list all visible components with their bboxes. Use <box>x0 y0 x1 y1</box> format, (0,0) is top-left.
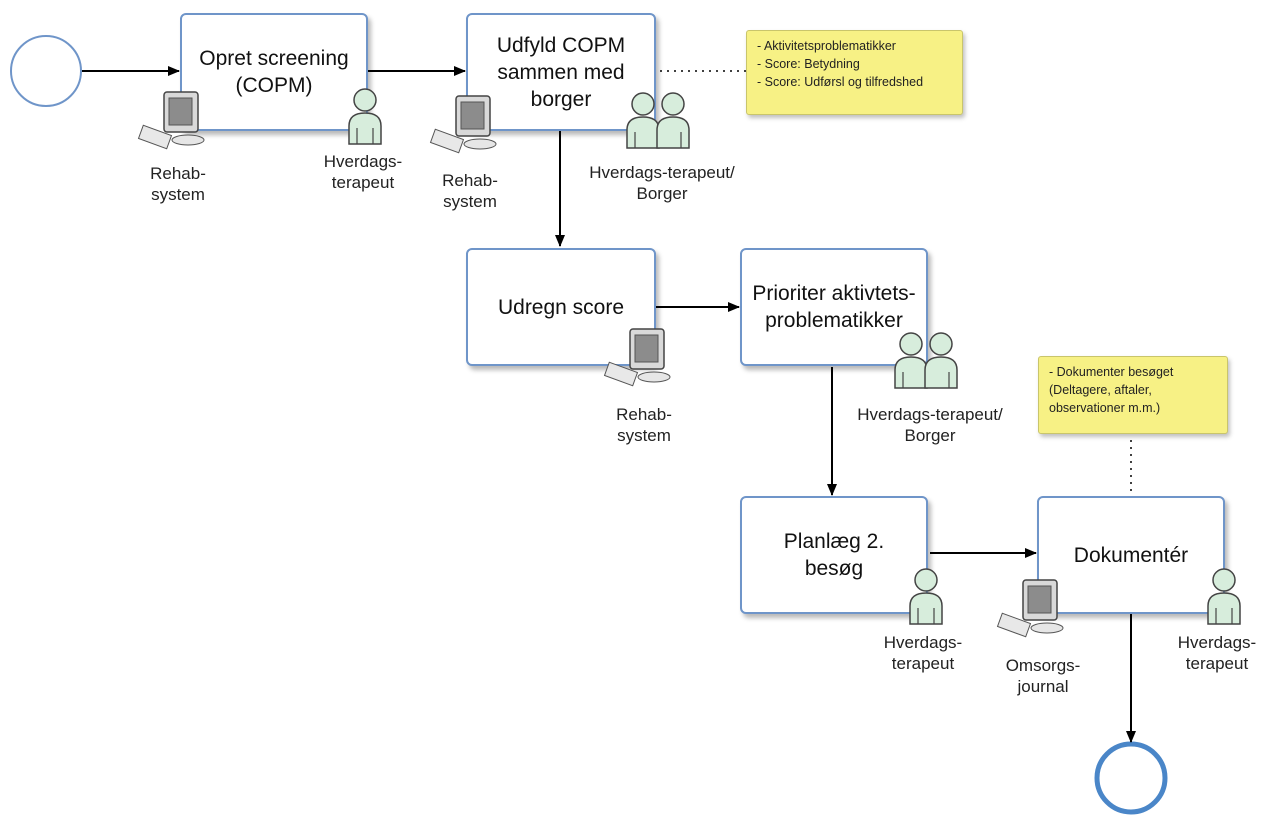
task-planlaeg-besoeg[interactable]: Planlæg 2. besøg <box>740 496 928 614</box>
label-hverdagsterapeut-borger: Hverdags-terapeut/ Borger <box>857 405 1003 445</box>
label-rehab-system: Rehab- system <box>616 405 672 445</box>
label-omsorgsjournal: Omsorgs- journal <box>1005 656 1081 696</box>
person-group-icon <box>626 92 690 149</box>
label-hverdagsterapeut: Hverdags- terapeut <box>1177 633 1257 673</box>
computer-icon <box>603 328 671 387</box>
label-hverdagsterapeut-borger: Hverdags-terapeut/ Borger <box>589 163 735 203</box>
task-udregn-score[interactable]: Udregn score <box>466 248 656 366</box>
end-event <box>1094 741 1168 815</box>
note-dokumenter-besoeg: - Dokumenter besøget (Deltagere, aftaler… <box>1038 356 1228 434</box>
computer-icon <box>429 95 497 154</box>
person-icon <box>348 88 382 145</box>
label-rehab-system: Rehab- system <box>442 171 498 211</box>
computer-icon <box>137 91 205 150</box>
computer-icon <box>996 579 1064 638</box>
label-hverdagsterapeut: Hverdags- terapeut <box>323 152 403 192</box>
task-udfyld-copm[interactable]: Udfyld COPM sammen med borger <box>466 13 656 131</box>
note-copm-items: - Aktivitetsproblematikker - Score: Bety… <box>746 30 963 115</box>
label-rehab-system: Rehab- system <box>150 164 206 204</box>
task-opret-screening[interactable]: Opret screening (COPM) <box>180 13 368 131</box>
task-dokumenter[interactable]: Dokumentér <box>1037 496 1225 614</box>
start-event <box>10 35 82 107</box>
person-icon <box>909 568 943 625</box>
task-prioriter[interactable]: Prioriter aktivtets- problematikker <box>740 248 928 366</box>
label-hverdagsterapeut: Hverdags- terapeut <box>883 633 963 673</box>
person-group-icon <box>894 332 958 389</box>
person-icon <box>1207 568 1241 625</box>
